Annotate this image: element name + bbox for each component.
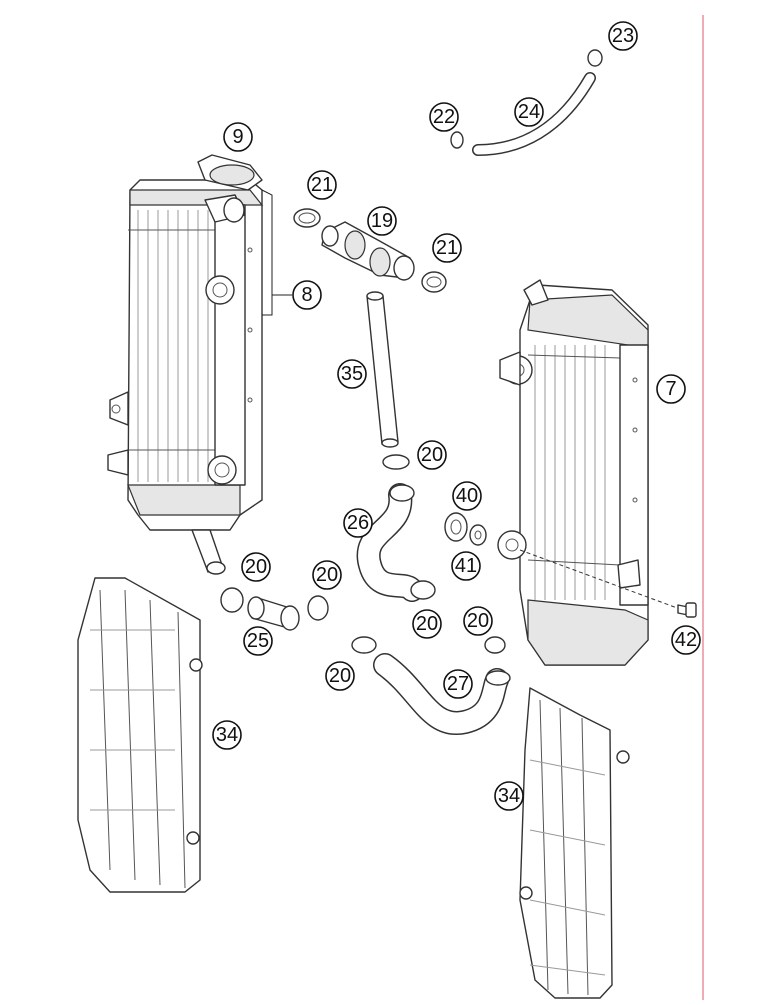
callout-21-lower: 21 [432,233,462,263]
callout-34-left: 34 [212,720,242,750]
hose-25 [247,596,300,631]
svg-text:40: 40 [456,485,478,507]
svg-text:35: 35 [341,363,363,385]
svg-text:25: 25 [247,630,269,652]
callout-21-upper: 21 [307,170,337,200]
clip-20-e [351,636,377,654]
callout-20-e: 20 [463,606,493,636]
svg-text:21: 21 [436,237,458,259]
svg-text:9: 9 [232,126,243,148]
callout-20-d: 20 [412,609,442,639]
callout-23: 23 [608,21,638,51]
callout-20-c: 20 [312,560,342,590]
svg-text:26: 26 [347,512,369,534]
callout-25: 25 [243,626,273,656]
left-radiator [107,179,264,575]
callout-40: 40 [452,481,482,511]
right-radiator [497,279,649,666]
callout-22: 22 [429,102,459,132]
svg-text:7: 7 [665,378,676,400]
svg-text:20: 20 [316,564,338,586]
callout-27: 27 [443,669,473,699]
callout-42: 42 [671,625,701,655]
svg-text:8: 8 [301,284,312,306]
clip-20-d [307,595,329,621]
louver-left [77,577,203,893]
callout-7: 7 [656,374,686,404]
clip-22 [450,131,464,149]
screw-42 [677,602,697,618]
callout-8: 8 [292,280,322,310]
hose-26 [356,483,424,602]
svg-text:19: 19 [371,210,393,232]
svg-text:20: 20 [245,556,267,578]
svg-text:34: 34 [498,785,520,807]
svg-text:22: 22 [433,106,455,128]
callout-41: 41 [451,551,481,581]
callout-20-b: 20 [241,552,271,582]
svg-text:41: 41 [455,555,477,577]
assembly-line-42 [519,549,689,613]
svg-text:23: 23 [612,25,634,47]
radiator-cap [197,154,263,191]
clip-20-a [382,454,410,470]
clip-21-right [421,271,447,293]
svg-text:34: 34 [216,724,238,746]
svg-text:20: 20 [416,613,438,635]
callout-20-f: 20 [325,661,355,691]
svg-text:21: 21 [311,174,333,196]
grommet-40 [444,512,468,542]
leader-8 [261,189,273,316]
clip-20-c [220,587,244,613]
washer-41 [469,524,487,546]
pipe-35 [366,291,399,448]
hose-27 [373,653,511,735]
louver-right [519,687,630,999]
callout-19: 19 [367,206,397,236]
svg-text:42: 42 [675,629,697,651]
connector-19 [321,221,415,281]
svg-text:27: 27 [447,673,469,695]
svg-text:20: 20 [329,665,351,687]
callout-24: 24 [514,97,544,127]
svg-text:20: 20 [467,610,489,632]
clip-20-f [484,636,506,654]
callout-34-right: 34 [494,781,524,811]
clip-21-left [293,208,321,228]
svg-text:20: 20 [421,444,443,466]
callout-35: 35 [337,359,367,389]
svg-text:24: 24 [518,101,540,123]
callout-26: 26 [343,508,373,538]
clip-20-b [410,580,436,600]
callout-20-a: 20 [417,440,447,470]
callout-9: 9 [223,122,253,152]
clip-23 [587,49,603,67]
